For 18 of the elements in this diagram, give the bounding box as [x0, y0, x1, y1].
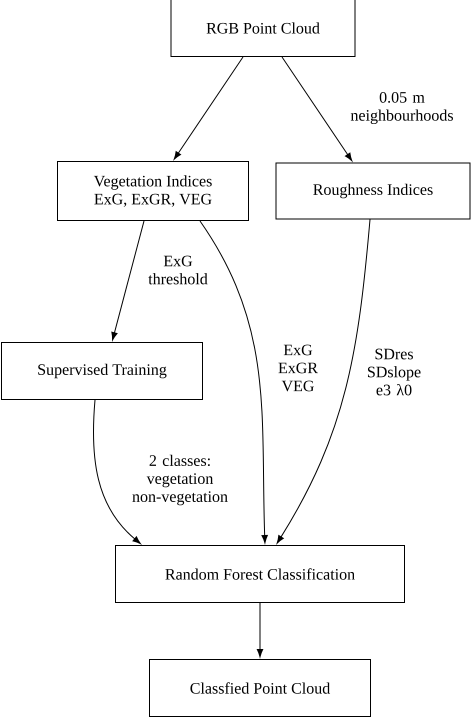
- arrow: [92, 400, 141, 544]
- process-box: Supervised Training: [1, 342, 203, 400]
- arrow: [282, 56, 352, 162]
- process-box: Random Forest Classification: [115, 545, 405, 603]
- edge-label: 0.05 m neighbourhoods: [346, 90, 458, 126]
- process-box: Roughness Indices: [276, 162, 470, 220]
- process-box: Classfied Point Cloud: [149, 659, 371, 717]
- arrow: [200, 220, 268, 544]
- edge-label: ExG ExGR VEG: [267, 344, 329, 392]
- edge-label: ExG threshold: [137, 254, 219, 286]
- process-box: Vegetation Indices ExG, ExGR, VEG: [57, 161, 249, 221]
- edge-label: 2 classes: vegetation non-vegetation: [117, 454, 243, 506]
- arrow: [276, 219, 370, 544]
- arrow: [111, 220, 144, 340]
- arrow: [174, 56, 244, 160]
- process-box: RGB Point Cloud: [170, 0, 356, 57]
- arrow: [256, 602, 264, 658]
- edge-label: SDres SDslope e3 λ0: [364, 348, 424, 396]
